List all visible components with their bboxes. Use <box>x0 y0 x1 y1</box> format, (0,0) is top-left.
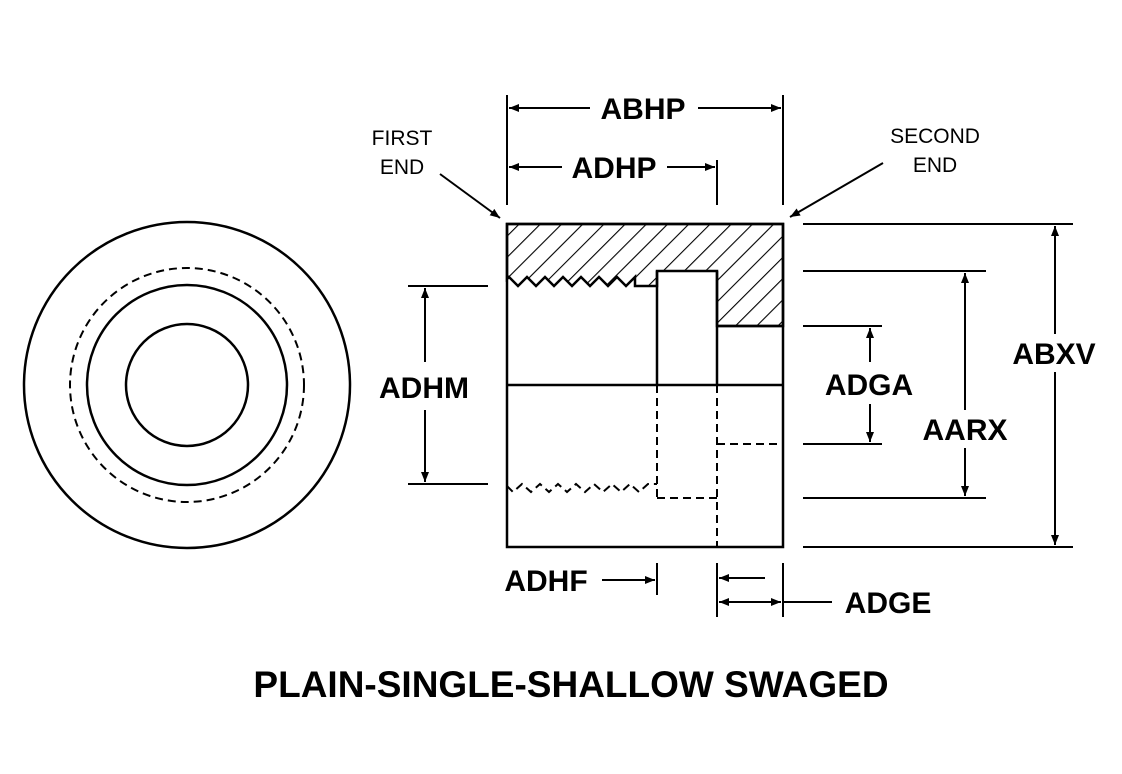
outer-circle <box>22 220 352 550</box>
hatched-wall <box>505 222 785 328</box>
second-end-leader <box>789 162 884 218</box>
bottom-dimensions: ADHF ADGE <box>504 563 931 620</box>
adge-label: ADGE <box>845 587 932 620</box>
dashed-thread-circle <box>69 267 305 503</box>
aarx-label: AARX <box>922 414 1007 447</box>
abhp-label: ABHP <box>600 93 685 126</box>
drawing-title: PLAIN-SINGLE-SHALLOW SWAGED <box>253 664 888 705</box>
right-dimensions: ADGA AARX ABXV <box>803 223 1096 548</box>
adga-label: ADGA <box>825 369 913 402</box>
second-end-label-2: END <box>913 154 957 177</box>
end-view <box>22 220 352 550</box>
adhm-dimension: ADHM <box>379 285 488 485</box>
first-end-leader <box>439 173 501 219</box>
first-end-label: FIRST <box>372 127 433 150</box>
abxv-label: ABXV <box>1012 338 1095 371</box>
adhp-label: ADHP <box>571 152 656 185</box>
first-end-label-2: END <box>380 156 424 179</box>
adhm-label: ADHM <box>379 372 469 405</box>
section-view <box>505 222 785 549</box>
second-end-label: SECOND <box>890 125 980 148</box>
top-dimensions: ABHP ADHP <box>506 93 784 205</box>
counterbore-circle <box>85 283 289 487</box>
end-callouts: FIRST END SECOND END <box>372 125 980 219</box>
hidden-thread <box>506 482 657 494</box>
bore-circle <box>124 322 250 448</box>
adhf-label: ADHF <box>504 565 587 598</box>
